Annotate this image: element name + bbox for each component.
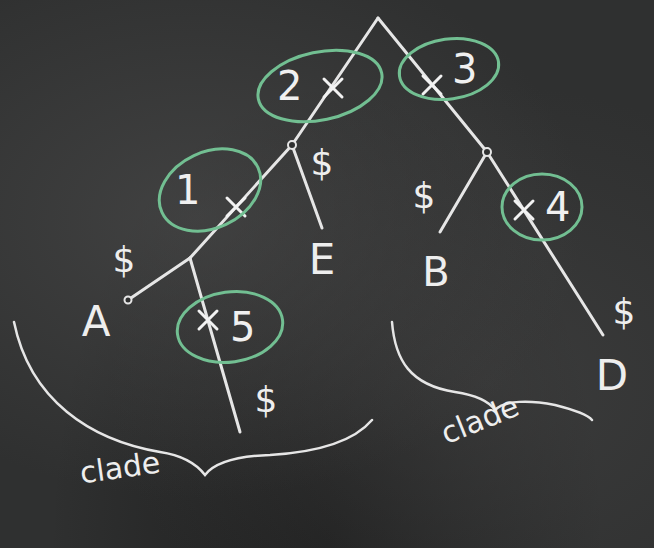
circled-number: 2	[255, 50, 385, 122]
dollar-mark: $	[113, 242, 136, 278]
callout-number: 1	[175, 170, 200, 210]
circle-outline	[395, 32, 502, 105]
branch	[128, 258, 190, 300]
circled-number: 3	[397, 37, 501, 101]
circle-outline	[155, 150, 265, 230]
junction-dot	[288, 141, 296, 149]
dollar-mark: $	[255, 382, 278, 418]
callout-number: 5	[230, 307, 255, 347]
cross-mark	[324, 79, 342, 97]
junction-dot	[125, 297, 132, 304]
circled-number: 5	[175, 290, 285, 364]
circled-number: 1	[155, 150, 265, 230]
clade-label: clade	[78, 448, 162, 489]
callout-number: 2	[277, 66, 302, 106]
taxon-label: E	[309, 239, 336, 281]
cross-mark	[515, 201, 533, 219]
circle-outline	[255, 50, 385, 122]
taxon-label: A	[82, 301, 111, 343]
clade-braces	[14, 322, 592, 475]
branch	[190, 145, 292, 258]
circle-outline	[146, 133, 274, 247]
callout-number: 3	[452, 49, 477, 89]
junction-dot	[483, 148, 491, 156]
dollar-mark: $	[413, 178, 436, 214]
taxon-label: D	[596, 355, 628, 397]
dollar-mark: $	[613, 294, 636, 330]
branch	[440, 152, 487, 232]
circle-outline	[502, 174, 582, 240]
cross-marks	[199, 76, 533, 329]
tree-branches	[128, 18, 603, 432]
circle-outline	[500, 172, 584, 242]
branch	[487, 152, 603, 335]
clade-label: clade	[437, 391, 523, 449]
circle-outline	[173, 285, 288, 369]
dollar-mark: $	[311, 145, 334, 181]
cross-mark	[199, 311, 217, 329]
branch	[292, 18, 378, 145]
callout-number: 4	[545, 187, 570, 227]
cross-mark	[423, 76, 441, 94]
branch	[378, 18, 487, 152]
brace	[14, 322, 372, 475]
circle-outline	[397, 37, 501, 101]
circled-number: 4	[500, 172, 584, 242]
taxon-label: B	[422, 252, 449, 292]
circle-outline	[251, 40, 388, 133]
